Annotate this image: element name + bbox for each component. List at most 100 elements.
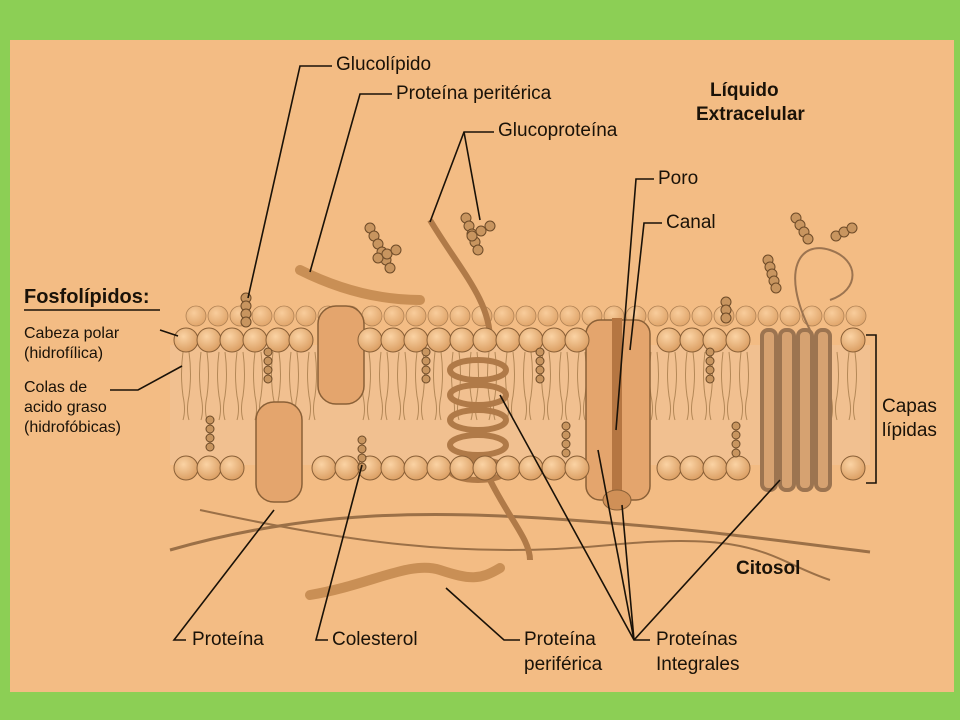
lipid-head <box>679 327 705 353</box>
lipid-tail <box>529 351 533 421</box>
lipid-tail <box>667 351 671 421</box>
cytoskeleton-filament <box>169 512 871 554</box>
cholesterol-bead <box>705 365 715 375</box>
lipid-tail <box>559 351 563 421</box>
lipid-head <box>449 327 475 353</box>
sugar-chains <box>240 212 858 328</box>
lipid-head-back <box>185 305 207 327</box>
lipid-head-back <box>823 305 845 327</box>
lipid-tail <box>847 351 851 421</box>
lipid-tail <box>379 351 383 421</box>
lipid-tail <box>403 351 407 421</box>
lipid-tail <box>433 351 437 421</box>
lipid-head <box>219 327 245 353</box>
leader-lines <box>24 65 877 641</box>
lipid-tail <box>385 351 389 421</box>
lipid-head-back <box>691 305 713 327</box>
lipid-tail <box>565 351 569 421</box>
cholesterol-molecules <box>205 347 741 472</box>
lipid-head-back <box>295 305 317 327</box>
label-poro: Poro <box>658 168 699 189</box>
sugar-unit <box>472 244 484 256</box>
lipid-head <box>472 327 498 353</box>
lipid-head-back <box>757 305 779 327</box>
lipid-tail <box>181 351 185 421</box>
lipid-tail <box>835 351 839 421</box>
cholesterol-bead <box>705 347 715 357</box>
cholesterol-bead <box>731 448 741 458</box>
lipid-head <box>380 327 406 353</box>
lipid-tail <box>547 351 551 421</box>
lipid-head <box>242 327 268 353</box>
lipid-tail <box>307 351 311 421</box>
lipid-head <box>564 327 590 353</box>
lipid-head <box>541 327 567 353</box>
cholesterol-bead <box>561 430 571 440</box>
lipid-tail <box>439 351 443 421</box>
lipid-head-back <box>427 305 449 327</box>
cholesterol-bead <box>731 421 741 431</box>
sugar-unit <box>466 230 478 242</box>
lipid-head <box>472 455 498 481</box>
cholesterol-bead <box>561 421 571 431</box>
cholesterol-bead <box>535 347 545 357</box>
label-glucolipido: Glucolípido <box>336 54 432 75</box>
cholesterol-bead <box>561 448 571 458</box>
lipid-head <box>196 327 222 353</box>
cytoskeleton-filament <box>199 509 831 581</box>
lipid-head <box>541 455 567 481</box>
lipid-head-back <box>647 305 669 327</box>
cholesterol-bead <box>561 439 571 449</box>
lipid-head <box>656 327 682 353</box>
lipid-head-back <box>845 305 867 327</box>
lipid-head-back <box>207 305 229 327</box>
sugar-unit <box>802 233 814 245</box>
lipid-tail <box>199 351 203 421</box>
cholesterol-bead <box>357 444 367 454</box>
lipid-head <box>725 327 751 353</box>
lipid-head <box>426 327 452 353</box>
lipid-tail <box>577 351 581 421</box>
label-proteina-periferica-bottom-2: periférica <box>524 654 603 675</box>
lipid-head <box>840 455 866 481</box>
lipid-head <box>403 455 429 481</box>
lipid-head <box>426 455 452 481</box>
cholesterol-bead <box>731 430 741 440</box>
label-colas-de: Colas de <box>24 379 88 396</box>
label-proteina-periferica-bottom-1: Proteína <box>524 629 596 650</box>
sugar-unit <box>384 262 396 274</box>
lipid-head-back <box>669 305 691 327</box>
lipid-tail <box>745 351 749 421</box>
cholesterol-bead <box>205 415 215 425</box>
multipass-protein <box>760 328 832 492</box>
lipid-tail <box>415 351 419 421</box>
sugar-unit <box>846 222 858 234</box>
lipid-head-back <box>735 305 757 327</box>
label-capas: Capas <box>882 396 937 417</box>
label-cabeza-polar: Cabeza polar <box>24 325 120 342</box>
label-canal: Canal <box>666 212 716 233</box>
cholesterol-bead <box>535 356 545 366</box>
label-lipidas: lípidas <box>882 420 937 441</box>
lipid-tail <box>205 351 209 421</box>
lipid-head-back <box>801 305 823 327</box>
lipid-head-back <box>273 305 295 327</box>
cholesterol-bead <box>263 365 273 375</box>
lipid-head <box>334 455 360 481</box>
lipid-head-back <box>559 305 581 327</box>
lipid-tail <box>313 351 317 421</box>
sugar-unit <box>372 252 384 264</box>
lipid-tail <box>253 351 257 421</box>
lipid-head <box>219 455 245 481</box>
peripheral-protein-bottom <box>305 562 505 600</box>
cholesterol-bead <box>205 424 215 434</box>
channel-base <box>602 489 632 511</box>
lipid-head-back <box>449 305 471 327</box>
integral-protein-left-lower <box>255 401 303 503</box>
lipid-tail <box>673 351 677 421</box>
label-glucoproteina: Glucoproteína <box>498 120 618 141</box>
cholesterol-bead <box>357 435 367 445</box>
cholesterol-bead <box>705 374 715 384</box>
lipid-head-back <box>251 305 273 327</box>
sugar-unit <box>381 248 393 260</box>
